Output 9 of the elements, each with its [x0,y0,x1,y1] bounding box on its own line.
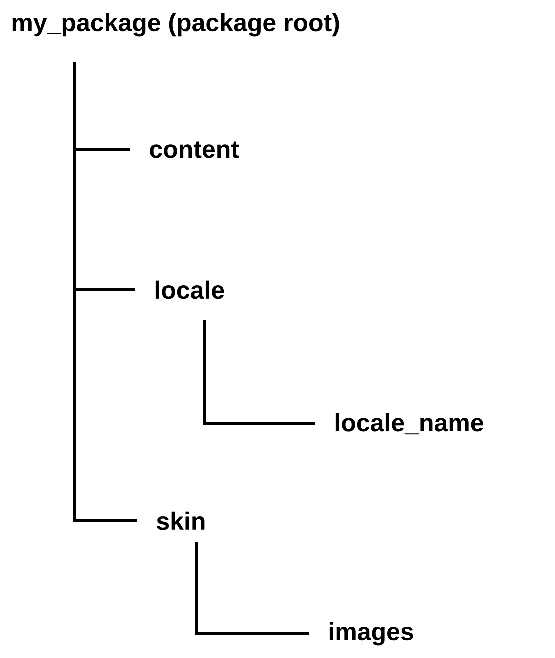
tree-connector [74,62,137,522]
folder-label: images [330,622,414,646]
folder-label: locale_name [336,413,484,435]
tree-connector [204,320,315,426]
folder-label: content [150,142,240,158]
folder-label: skin [157,512,205,530]
folder-label: locale [156,280,224,300]
folder-label: my_package (package root) [12,13,340,37]
tree-connector [196,542,309,636]
